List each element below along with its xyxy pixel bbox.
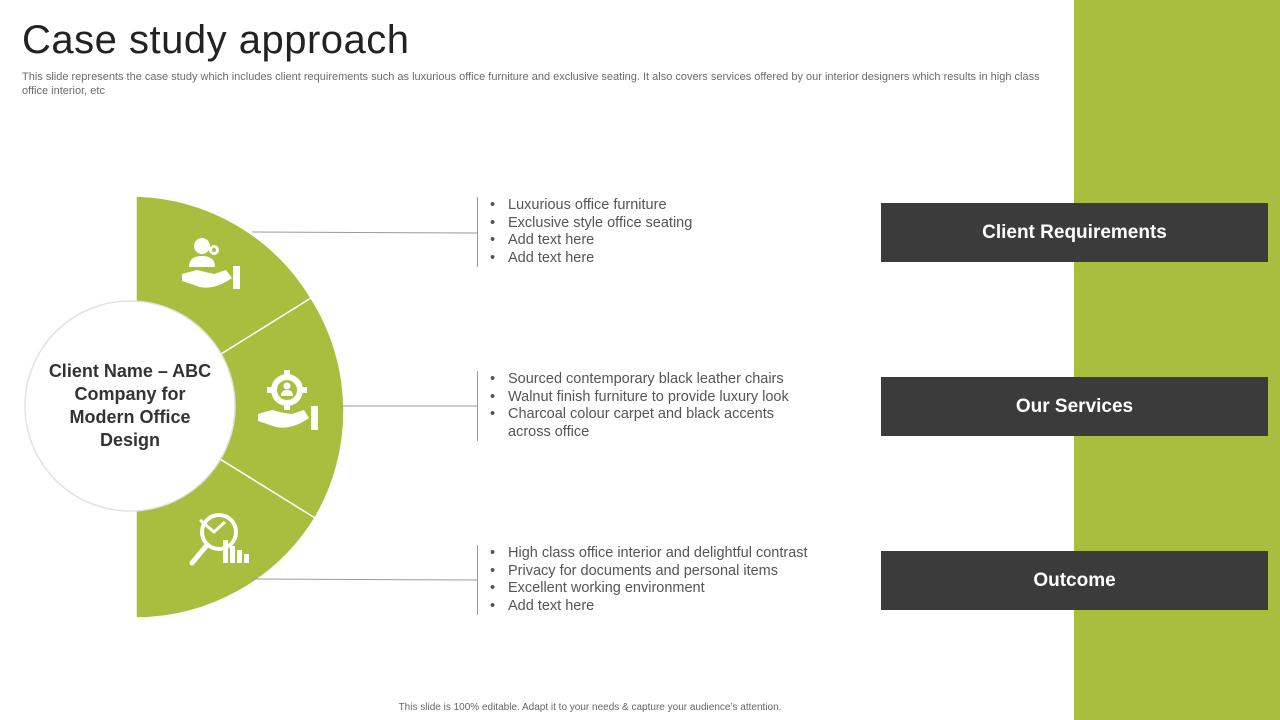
connector-line-3 — [251, 578, 478, 581]
client-name-text: Client Name – ABC Company for Modern Off… — [48, 360, 212, 450]
connector-line-1 — [251, 231, 478, 234]
bullet-list-our-services: Sourced contemporary black leather chair… — [477, 371, 850, 442]
person-gear-hand-icon — [182, 238, 240, 289]
bullet-item: Add text here — [490, 232, 850, 250]
slide-footer-note: This slide is 100% editable. Adapt it to… — [398, 702, 782, 713]
gear-person-hand-icon — [258, 370, 318, 430]
fan-segment-our-services — [134, 296, 345, 520]
bullet-list-client-requirements: Luxurious office furniture Exclusive sty… — [477, 197, 850, 268]
bullet-item: Add text here — [490, 250, 850, 268]
our-services-label: Our Services — [881, 377, 1268, 436]
bullet-item: Sourced contemporary black leather chair… — [490, 371, 850, 389]
bullet-item: Exclusive style office seating — [490, 215, 850, 233]
bullet-item: Charcoal colour carpet and black accents… — [490, 406, 818, 441]
slide-subtitle: This slide represents the case study whi… — [22, 71, 1040, 97]
bullet-item: High class office interior and delightfu… — [490, 545, 850, 563]
magnifier-chart-icon — [189, 513, 249, 566]
slide-title: Case study approach — [22, 18, 410, 62]
bullet-item: Privacy for documents and personal items — [490, 563, 850, 581]
client-requirements-label: Client Requirements — [881, 203, 1268, 262]
bullet-item: Luxurious office furniture — [490, 197, 850, 215]
outcome-label: Outcome — [881, 551, 1268, 610]
bullet-item: Add text here — [490, 598, 850, 616]
bullet-item: Walnut finish furniture to provide luxur… — [490, 389, 850, 407]
center-circle — [24, 300, 236, 512]
bullet-list-outcome: High class office interior and delightfu… — [477, 545, 850, 616]
bullet-item: Excellent working environment — [490, 580, 850, 598]
